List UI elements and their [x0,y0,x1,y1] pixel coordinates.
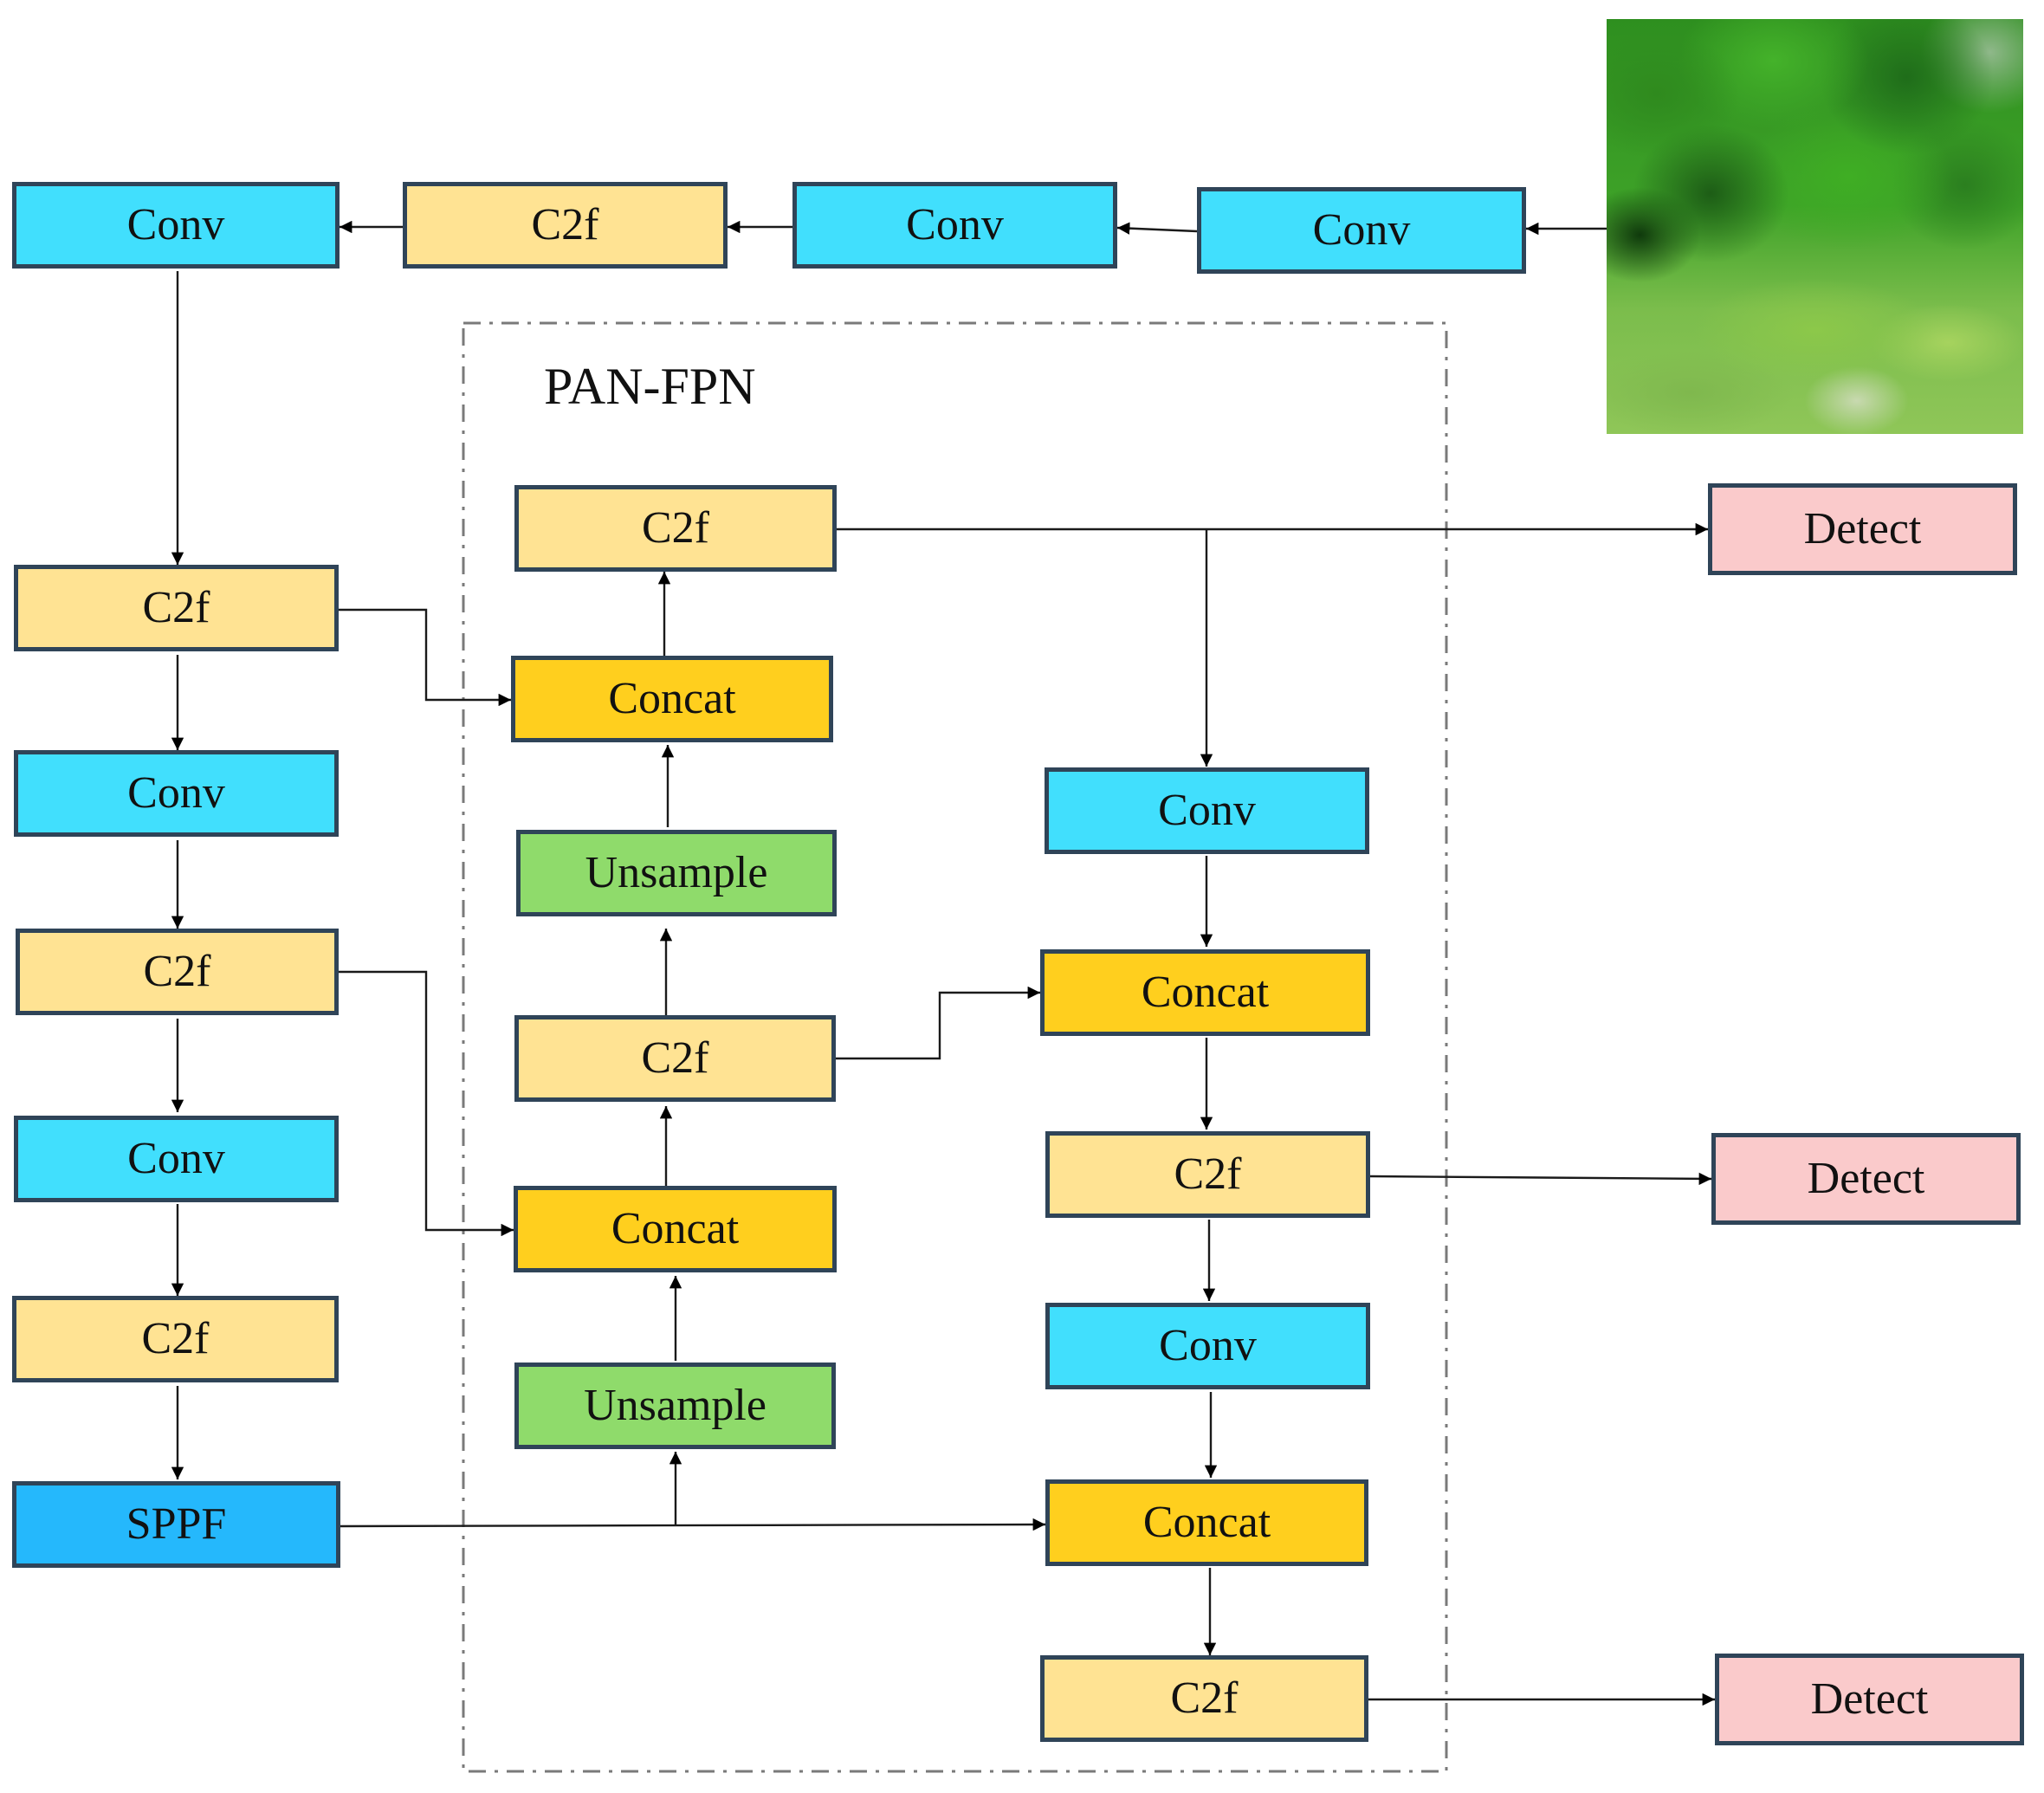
c2f-block: C2f [14,565,339,651]
conv-block: Conv [1045,1303,1370,1389]
arrow-c2f-to-concat-right [836,986,1040,1060]
conv-block: Conv [14,750,339,837]
detect-head: Detect [1708,483,2017,575]
pan-fpn-boundary [462,321,1448,1773]
unsample-block: Unsample [514,1363,836,1449]
arrow-c2f-to-detect-2 [1369,1172,1712,1186]
c2f-block: C2f [12,1296,339,1382]
c2f-block: C2f [1045,1131,1370,1218]
conv-block: Conv [12,182,340,269]
conv-block: Conv [1045,767,1369,854]
concat-block: Concat [511,656,833,742]
arrow-c2f-to-concat-top [339,608,511,707]
c2f-block: C2f [403,182,728,269]
c2f-block: C2f [514,485,837,572]
detect-head: Detect [1711,1133,2021,1225]
unsample-block: Unsample [516,830,837,916]
concat-block: Concat [1045,1479,1368,1566]
conv-block: Conv [14,1116,339,1202]
conv-block: Conv [792,182,1117,269]
arrow-c2f-to-concat-mid [339,970,514,1237]
concat-block: Concat [1040,949,1370,1036]
sppf-block: SPPF [12,1481,340,1568]
neck-title: PAN-FPN [544,358,756,415]
arrow-sppf-to-concat [340,1518,1046,1531]
detect-head: Detect [1715,1654,2024,1745]
c2f-block: C2f [514,1015,836,1102]
c2f-block: C2f [1040,1655,1368,1742]
concat-block: Concat [514,1186,837,1272]
c2f-block: C2f [16,929,339,1015]
arrow-conv4-to-conv3 [1116,222,1198,235]
input-forest-image [1607,19,2023,434]
conv-block: Conv [1197,187,1526,274]
